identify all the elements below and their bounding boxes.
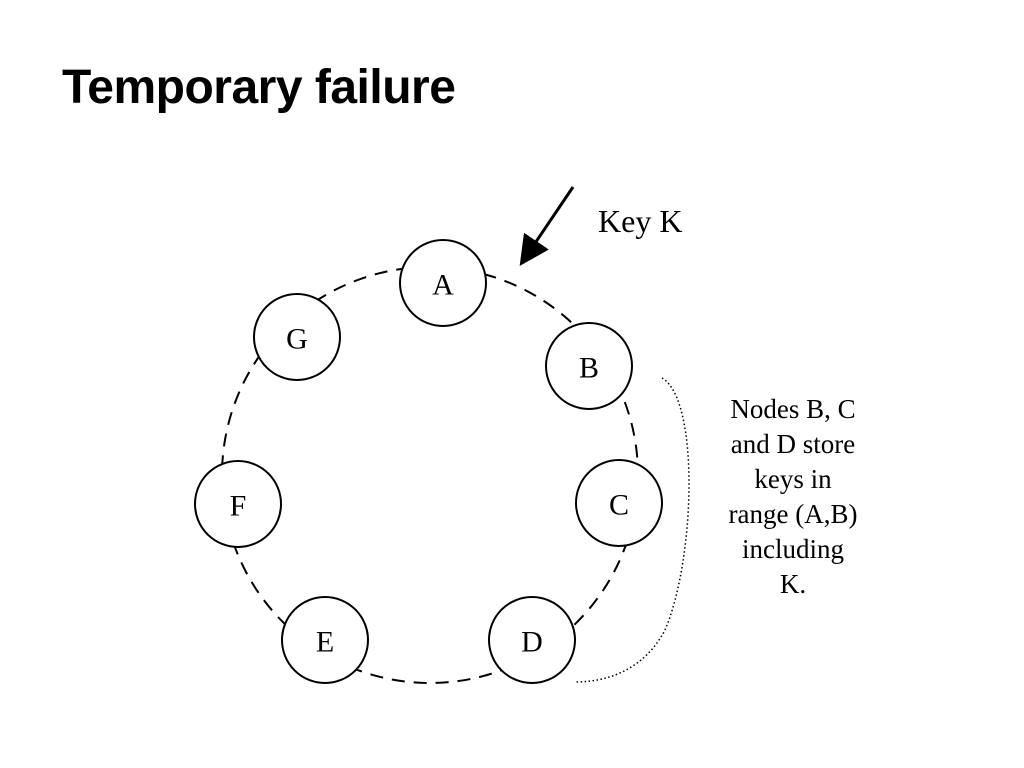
note-line: including — [742, 534, 844, 564]
note-line: keys in — [754, 464, 832, 494]
note-line: and D store — [731, 429, 855, 459]
node-label: A — [432, 269, 454, 302]
note-line: Nodes B, C — [730, 394, 855, 424]
node-d: D — [488, 596, 576, 684]
node-label: C — [609, 489, 629, 522]
note-line: range (A,B) — [729, 499, 858, 529]
node-label: E — [316, 626, 334, 659]
node-b: B — [545, 322, 633, 410]
node-label: F — [230, 490, 247, 523]
note-line: K. — [780, 569, 806, 599]
key-arrow — [519, 186, 575, 266]
node-c: C — [575, 459, 663, 547]
slide-title: Temporary failure — [62, 61, 456, 114]
node-label: B — [579, 352, 599, 385]
replica-note: Nodes B, C and D store keys in range (A,… — [729, 394, 858, 599]
node-g: G — [253, 293, 341, 381]
node-label: G — [286, 323, 308, 356]
node-f: F — [194, 460, 282, 548]
key-label: Key K — [598, 203, 682, 239]
node-a: A — [399, 239, 487, 327]
node-e: E — [281, 596, 369, 684]
node-label: D — [521, 626, 543, 659]
